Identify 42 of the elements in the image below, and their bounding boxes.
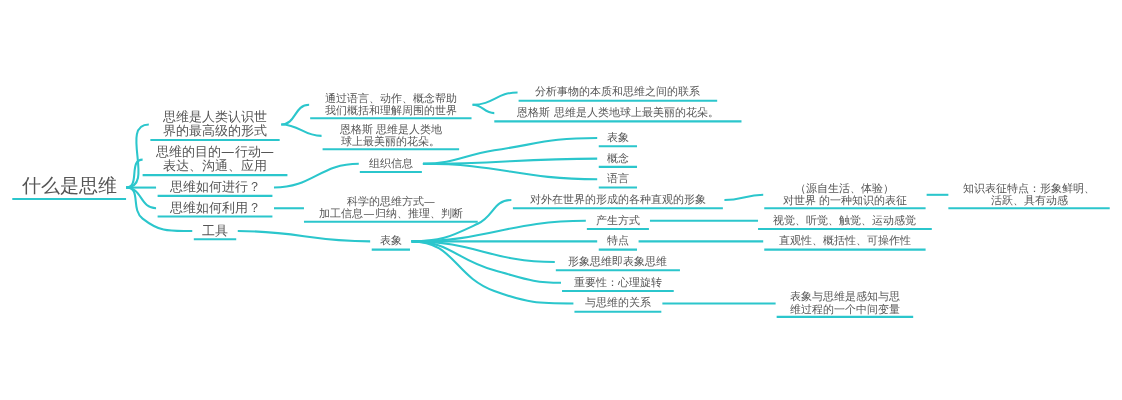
node-text: 组织信息 (368, 155, 413, 170)
node-text: 表象与思维是感知与思维过程的一个中间变量 (789, 288, 900, 316)
connector (273, 206, 304, 209)
connector (125, 158, 143, 189)
node-text: 直观性、概括性、可操作性 (778, 232, 911, 247)
node-text: 恩格斯 思维是人类地球上最美丽的花朵。 (517, 104, 719, 119)
node-text: 与思维的关系 (584, 294, 651, 309)
connector (926, 193, 949, 196)
connector (472, 103, 495, 114)
node-text: 思维的目的—行动—表达、沟通、应用 (156, 143, 274, 173)
node-text: 科学的思维方式—加工信息—归纳、推理、判断 (319, 193, 463, 220)
connector (273, 162, 359, 189)
node-text: 分析事物的本质和思维之间的联系 (535, 83, 701, 98)
node-text: 思维如何进行？ (169, 178, 261, 194)
node-text: 工具 (202, 222, 229, 238)
connector (125, 186, 193, 232)
connector (724, 193, 764, 201)
connector (649, 219, 759, 222)
node-text: 语言 (606, 170, 629, 185)
node-text: 特点 (606, 232, 629, 247)
connector (638, 239, 764, 242)
node-text: 重要性：心理旋转 (573, 274, 662, 289)
connector (422, 162, 598, 180)
node-text: 通过语言、动作、概念帮助我们概括和理解周围的世界 (324, 90, 457, 117)
node-text: 概念 (606, 150, 629, 165)
node-text: 表象 (379, 232, 402, 247)
node-text: 思维是人类认识世界的最高级的形式 (163, 108, 268, 138)
node-text: 产生方式 (595, 212, 640, 227)
node-text: （源自生活、体验）对世界 的一种知识的表征 (782, 180, 908, 207)
node-text: 思维如何利用？ (169, 199, 261, 215)
connector (237, 229, 371, 242)
connector (281, 122, 322, 137)
node-text: 视觉、听觉、触觉、运动感觉 (773, 212, 917, 227)
node-text: 什么是思维 (21, 174, 117, 196)
node-text: 对外在世界的形成的各种直观的形象 (529, 191, 706, 206)
connector (662, 301, 776, 304)
connector (281, 103, 310, 125)
node-text: 表象 (606, 129, 629, 144)
node-text: 恩格斯 思维是人类地球上最美丽的花朵。 (339, 121, 443, 148)
node-text: 知识表征特点：形象鲜明、活跃、具有动感 (963, 180, 1096, 207)
connector (411, 239, 574, 304)
node-text: 形象思维即表象思维 (568, 253, 668, 268)
